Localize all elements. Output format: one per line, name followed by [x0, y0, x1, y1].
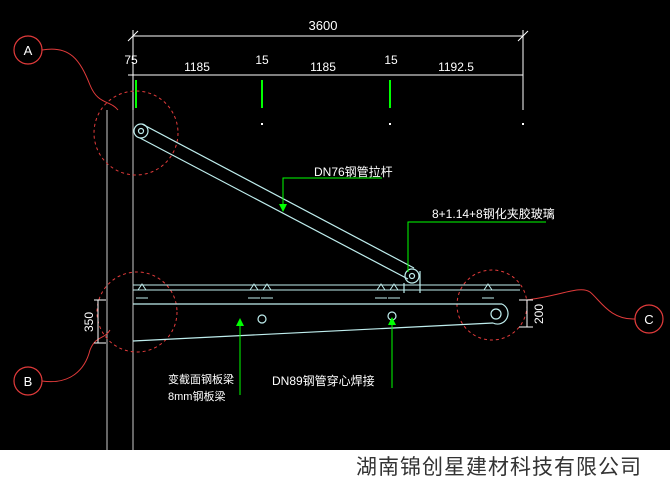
dim-seg1: 1185	[184, 60, 210, 74]
wall	[106, 110, 134, 450]
leader-arrows	[236, 204, 396, 326]
overall-dimension: 3600	[127, 18, 529, 110]
axis-a-label: A	[24, 43, 33, 58]
steel-beam	[132, 303, 509, 342]
dim-right-height: 200	[532, 304, 546, 324]
right-height-dimension	[519, 299, 533, 328]
axis-c-label: C	[644, 312, 653, 327]
left-height-dimension	[94, 299, 106, 344]
dim-left-height: 350	[82, 312, 96, 332]
grid-marks	[135, 80, 391, 108]
dim-overall-label: 3600	[309, 18, 338, 33]
axis-a: A	[13, 35, 119, 111]
axis-c: C	[525, 289, 664, 334]
grid-ticks	[261, 123, 524, 125]
axis-b: B	[13, 329, 111, 396]
glass-fittings	[136, 283, 494, 299]
label-glass: 8+1.14+8钢化夹胶玻璃	[432, 206, 555, 221]
label-beam-variable: 变截面钢板梁	[168, 372, 234, 386]
dim-gap3: 15	[384, 53, 398, 67]
company-footer: 湖南锦创星建材科技有限公司	[0, 450, 670, 499]
segment-dimensions: 75 1185 15 1185 15 1192.5	[124, 53, 524, 110]
dim-seg3: 1192.5	[438, 60, 474, 74]
leaders	[239, 177, 546, 395]
dim-gap1: 75	[124, 53, 138, 67]
label-dn89: DN89钢管穿心焊接	[272, 373, 375, 388]
dim-gap2: 15	[255, 53, 269, 67]
label-tie-rod: DN76钢管拉杆	[314, 164, 393, 179]
label-beam-plate: 8mm钢板梁	[168, 389, 225, 403]
dim-seg2: 1185	[310, 60, 336, 74]
tie-rod	[133, 123, 421, 293]
axis-b-label: B	[24, 374, 33, 389]
canopy-section-drawing: 3600 75 1185 15 1185 15 1192.5 A	[13, 18, 664, 450]
company-name: 湖南锦创星建材科技有限公司	[356, 455, 642, 479]
glass-panel	[133, 284, 520, 291]
